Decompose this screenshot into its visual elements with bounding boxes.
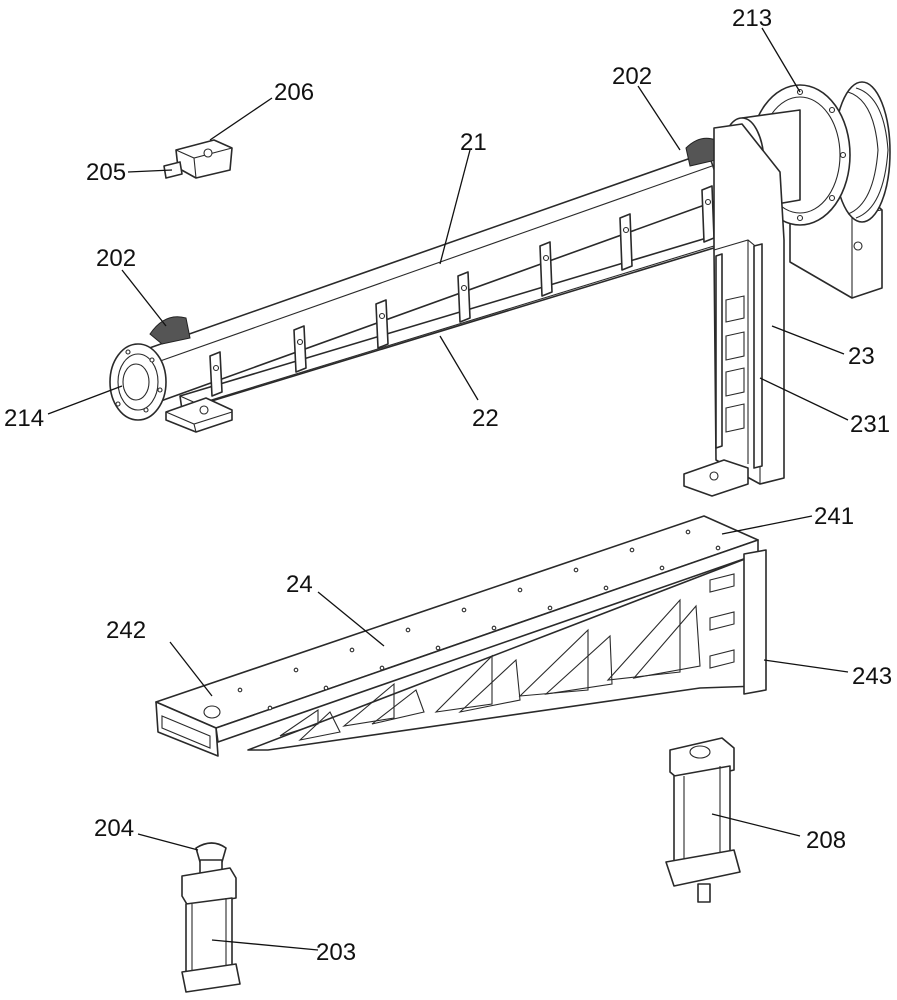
label-22: 22 [472, 405, 499, 432]
label-202-left: 202 [96, 245, 136, 272]
part-21-main-beam [109, 137, 725, 421]
label-205: 205 [86, 159, 126, 186]
part-208-cylinder [665, 737, 741, 903]
part-203-204-cylinder [181, 842, 241, 993]
hook-1 [209, 351, 223, 397]
reference-numerals: 213 206 202 21 205 202 23 214 22 231 241… [4, 5, 892, 966]
label-242: 242 [106, 617, 146, 644]
label-203: 203 [316, 939, 356, 966]
hook-2 [293, 325, 307, 373]
label-204: 204 [94, 815, 134, 842]
label-21: 21 [460, 129, 487, 156]
hook-5 [539, 241, 553, 297]
hook-4 [457, 271, 471, 323]
part-22-rail-bar [165, 185, 741, 433]
label-23: 23 [848, 343, 875, 370]
hook-3 [375, 299, 389, 349]
label-206: 206 [274, 79, 314, 106]
part-23-vertical-column [683, 123, 785, 497]
label-243: 243 [852, 663, 892, 690]
label-241: 241 [814, 503, 854, 530]
label-231: 231 [850, 411, 890, 438]
part-205-206-slide-block [163, 139, 233, 179]
label-24: 24 [286, 571, 313, 598]
label-208: 208 [806, 827, 846, 854]
label-213: 213 [732, 5, 772, 32]
label-214: 214 [4, 405, 44, 432]
hook-7 [701, 185, 715, 243]
part-24-truss-bracket [155, 515, 767, 757]
hook-6 [619, 213, 633, 271]
leader-lines [47, 27, 849, 951]
label-202-right: 202 [612, 63, 652, 90]
